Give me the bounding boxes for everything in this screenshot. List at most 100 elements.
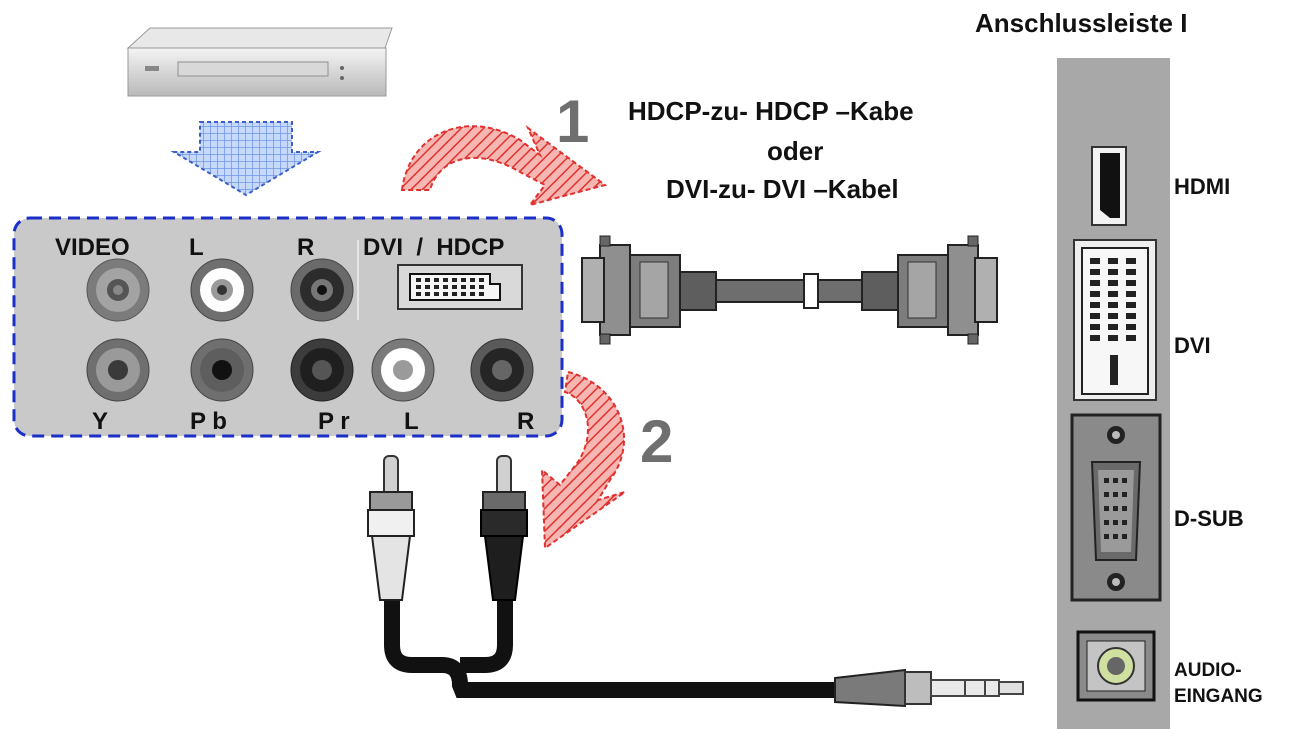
down-arrow-icon	[170, 121, 322, 197]
connector-pin	[1126, 258, 1136, 264]
connector-pin	[1126, 313, 1136, 319]
connector-pin	[1090, 291, 1100, 297]
connector-pin	[434, 292, 439, 296]
connector-pin	[443, 292, 448, 296]
connector-pin	[1126, 335, 1136, 341]
pb-label: P b	[190, 408, 227, 435]
cable-text-line3: DVI-zu- DVI –Kabel	[666, 174, 899, 204]
connector-pin	[434, 285, 439, 289]
audio-label-line1: AUDIO-	[1174, 660, 1242, 681]
audio-right-bottom-jack	[470, 338, 534, 402]
connector-pin	[1108, 291, 1118, 297]
connector-pin	[1090, 313, 1100, 319]
connector-pin	[479, 278, 484, 282]
right-audio-top-label: R	[297, 234, 315, 261]
dvi-label: DVI	[1174, 333, 1211, 358]
y-jack	[86, 338, 150, 402]
pr-label: P r	[318, 408, 350, 435]
dsub-port	[1070, 413, 1162, 602]
connector-pin	[461, 285, 466, 289]
connector-pin	[1126, 280, 1136, 286]
connector-pin	[443, 285, 448, 289]
connector-pin	[452, 292, 457, 296]
connector-pin	[1090, 335, 1100, 341]
step-1-number: 1	[556, 88, 590, 155]
connector-pin	[416, 278, 421, 282]
video-jack	[86, 258, 150, 322]
connector-pin	[1108, 258, 1118, 264]
connector-pin	[1122, 520, 1127, 525]
connector-pin	[1090, 302, 1100, 308]
step1-arrow-icon	[400, 124, 608, 207]
connector-pin	[1090, 269, 1100, 275]
cable-text-line1: HDCP-zu- HDCP –Kabe	[628, 96, 914, 126]
connector-pin	[470, 278, 475, 282]
left-audio-top-label: L	[189, 234, 204, 261]
panel-title: Anschlussleiste I	[975, 8, 1188, 38]
connector-pin	[1113, 520, 1118, 525]
step2-arrow-icon	[540, 370, 626, 550]
audio-right-top-jack	[290, 258, 354, 322]
pr-jack	[290, 338, 354, 402]
connector-pin	[1108, 269, 1118, 275]
dsub-label: D-SUB	[1174, 506, 1244, 531]
connector-pin	[1113, 492, 1118, 497]
connector-pin	[443, 278, 448, 282]
dvi-port	[1073, 239, 1157, 401]
y-label: Y	[92, 408, 109, 435]
connector-pin	[479, 292, 484, 296]
audio-left-bottom-jack	[371, 338, 435, 402]
connector-pin	[1122, 506, 1127, 511]
dvi-hdcp-port	[397, 264, 523, 310]
connector-pin	[1122, 492, 1127, 497]
connector-pin	[470, 285, 475, 289]
connector-pin	[425, 285, 430, 289]
connector-pin	[1104, 478, 1109, 483]
audio-label-line2: EINGANG	[1174, 686, 1263, 707]
connector-pin	[1122, 478, 1127, 483]
connector-pin	[1090, 324, 1100, 330]
connector-pin	[416, 285, 421, 289]
connector-pin	[425, 278, 430, 282]
connector-pin	[1104, 492, 1109, 497]
connector-pin	[461, 292, 466, 296]
video-label: VIDEO	[55, 234, 130, 261]
audio-left-top-jack	[190, 258, 254, 322]
connector-pin	[1113, 534, 1118, 539]
connector-pin	[434, 278, 439, 282]
connector-pin	[1126, 269, 1136, 275]
connector-pin	[1108, 280, 1118, 286]
cable-text-line2: oder	[767, 136, 824, 166]
connector-pin	[1104, 520, 1109, 525]
connector-pin	[1108, 302, 1118, 308]
connector-pin	[1113, 478, 1118, 483]
connector-pin	[1108, 313, 1118, 319]
connector-pin	[416, 292, 421, 296]
hdmi-port	[1091, 146, 1127, 226]
connector-pin	[1126, 291, 1136, 297]
connector-pin	[1104, 506, 1109, 511]
left-audio-bottom-label: L	[404, 408, 419, 435]
right-audio-bottom-label: R	[517, 408, 535, 435]
connector-pin	[461, 278, 466, 282]
connector-pin	[1126, 302, 1136, 308]
connector-pin	[479, 285, 484, 289]
connector-pin	[1090, 280, 1100, 286]
audio-cable	[367, 455, 1024, 708]
pb-jack	[190, 338, 254, 402]
audio-input-port	[1076, 630, 1156, 702]
connector-pin	[1108, 335, 1118, 341]
connector-pin	[425, 292, 430, 296]
connector-pin	[452, 278, 457, 282]
connector-pin	[1104, 534, 1109, 539]
connector-pin	[1122, 534, 1127, 539]
dvd-player-icon	[126, 27, 393, 97]
connector-pin	[452, 285, 457, 289]
connector-pin	[470, 292, 475, 296]
hdmi-label: HDMI	[1174, 174, 1231, 199]
connector-pin	[1108, 324, 1118, 330]
dvi-cable	[581, 235, 998, 345]
connector-pin	[1126, 324, 1136, 330]
connector-pin	[1113, 506, 1118, 511]
step-2-number: 2	[640, 408, 674, 475]
